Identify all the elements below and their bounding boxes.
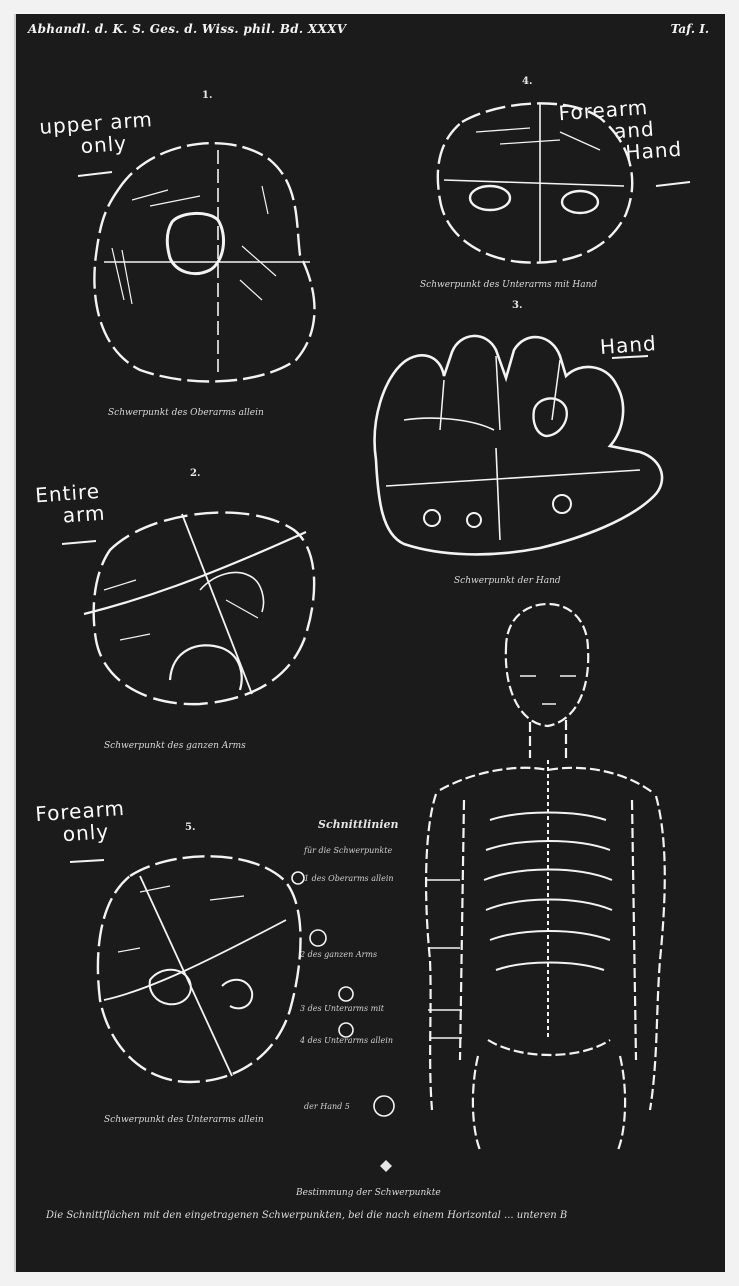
fig2-cross-section bbox=[438, 103, 632, 262]
legend-markers bbox=[292, 872, 394, 1116]
fig1-cross-section bbox=[94, 143, 314, 381]
section-lines bbox=[426, 880, 462, 1038]
fig3-hand-outline bbox=[375, 336, 662, 554]
fig4-cross-section bbox=[84, 513, 314, 705]
ornament bbox=[380, 1160, 392, 1172]
handwriting-underlines bbox=[62, 172, 690, 862]
skeleton-ribs bbox=[484, 760, 612, 1040]
fig5-cross-section bbox=[98, 856, 301, 1082]
skeleton-figure bbox=[426, 604, 665, 1150]
skeleton-face bbox=[520, 676, 576, 704]
